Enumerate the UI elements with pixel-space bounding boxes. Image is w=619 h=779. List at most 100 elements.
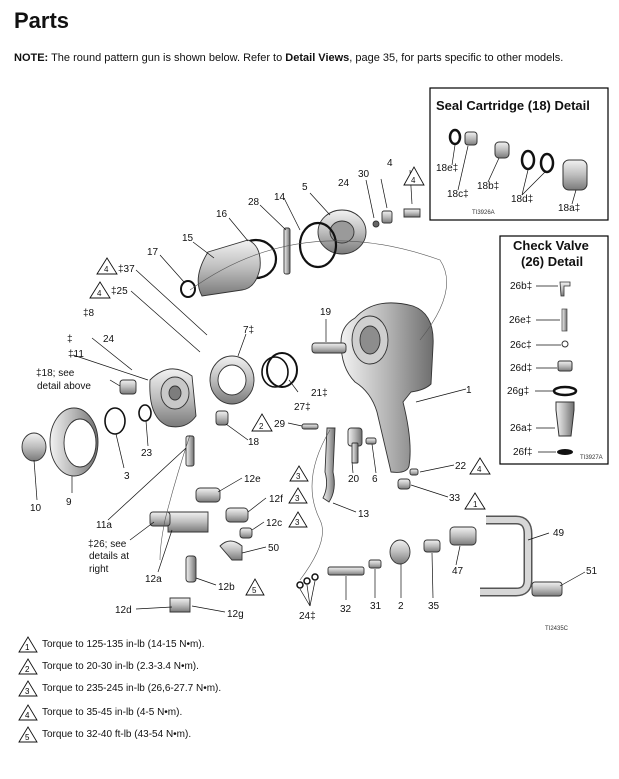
svg-text:2: 2 bbox=[25, 665, 30, 674]
part-2 bbox=[389, 539, 411, 565]
callout-18see-2: detail above bbox=[37, 381, 91, 392]
callout-50: 50 bbox=[268, 543, 280, 554]
part-18c bbox=[464, 131, 478, 146]
svg-text:5: 5 bbox=[252, 586, 257, 595]
part-18b bbox=[494, 141, 510, 159]
svg-text:3: 3 bbox=[295, 518, 300, 527]
part-12f bbox=[225, 507, 249, 523]
callout-12a: 12a bbox=[145, 574, 162, 585]
callout-10: 10 bbox=[30, 503, 42, 514]
part-20 bbox=[351, 442, 359, 464]
check-label-26a: 26a‡ bbox=[510, 423, 532, 434]
part-12d bbox=[169, 597, 191, 613]
part-33 bbox=[397, 478, 411, 490]
legend-text-4: Torque to 35-45 in-lb (4-5 N•m). bbox=[42, 707, 183, 718]
callout-15: 15 bbox=[182, 233, 194, 244]
check-valve-detail: Check Valve (26) Detail 26b‡ 26e‡ 26c‡ 2… bbox=[499, 235, 609, 465]
svg-text:4: 4 bbox=[97, 289, 102, 298]
oring-18d-b bbox=[539, 152, 555, 174]
note-link-detail-views[interactable]: Detail Views bbox=[285, 52, 350, 64]
svg-text:3: 3 bbox=[296, 472, 301, 481]
seal-label-18c: 18c‡ bbox=[447, 189, 469, 200]
torque-triangle-icon: 4 bbox=[18, 704, 38, 721]
callout-1: 1 bbox=[466, 385, 472, 396]
note-text-2: , page 35, for parts specific to other m… bbox=[349, 52, 564, 64]
callout-4: 4 bbox=[387, 158, 393, 169]
torque-markers bbox=[89, 166, 491, 596]
check-detail-code: TI3927A bbox=[580, 455, 603, 461]
callout-24-top: 24 bbox=[338, 178, 350, 189]
part-12c bbox=[239, 527, 253, 539]
callout-19: 19 bbox=[320, 307, 332, 318]
callout-labels: 4 30 24 5 14 28 16 15 17 ‡37 ‡25 ‡8 ‡ 24… bbox=[30, 158, 598, 632]
check-label-26f: 26f‡ bbox=[513, 447, 532, 458]
callout-13: 13 bbox=[358, 509, 370, 520]
callout-49: 49 bbox=[553, 528, 565, 539]
part-47 bbox=[449, 526, 477, 546]
callout-18: 18 bbox=[248, 437, 260, 448]
legend-text-1: Torque to 125-135 in-lb (14-15 N•m). bbox=[42, 639, 205, 650]
seal-label-18b: 18b‡ bbox=[477, 181, 499, 192]
oring-18e bbox=[448, 128, 462, 146]
part-26c-ball bbox=[561, 340, 569, 348]
leader-lines bbox=[33, 169, 586, 613]
part-3-oring bbox=[104, 407, 126, 435]
torque-marker-numbers: 4 4 4 2 3 3 3 4 1 5 bbox=[97, 176, 482, 595]
part-12a-manifold bbox=[167, 511, 209, 533]
part-26b bbox=[559, 281, 571, 297]
callout-21: 21‡ bbox=[311, 388, 328, 399]
torque-triangle-icon: 5 bbox=[18, 726, 38, 743]
note-text-1: The round pattern gun is shown below. Re… bbox=[48, 52, 286, 64]
note-text: NOTE: The round pattern gun is shown bel… bbox=[14, 52, 563, 64]
callout-27: 27‡ bbox=[294, 402, 311, 413]
callout-37: ‡37 bbox=[118, 264, 135, 275]
svg-text:4: 4 bbox=[477, 465, 482, 474]
svg-text:3: 3 bbox=[25, 687, 30, 696]
part-12b bbox=[185, 555, 197, 583]
part-30 bbox=[381, 210, 393, 224]
part-18-lower bbox=[215, 410, 229, 426]
callout-33: 33 bbox=[449, 493, 461, 504]
callout-16: 16 bbox=[216, 209, 228, 220]
part-26g-oring bbox=[552, 385, 578, 397]
part-35 bbox=[423, 539, 441, 553]
part-19-needle bbox=[311, 342, 347, 354]
part-12e bbox=[195, 487, 221, 503]
callout-14: 14 bbox=[274, 192, 286, 203]
part-26e-spring bbox=[561, 308, 568, 332]
callout-26see-3: right bbox=[89, 564, 109, 575]
check-detail-heading-2: (26) Detail bbox=[521, 254, 583, 269]
torque-triangle-icon: 3 bbox=[18, 680, 38, 697]
check-label-26d: 26d‡ bbox=[510, 363, 532, 374]
legend-text-2: Torque to 20-30 in-lb (2.3-3.4 N•m). bbox=[42, 661, 199, 672]
svg-text:1: 1 bbox=[25, 643, 30, 652]
callout-12d: 12d bbox=[115, 605, 132, 616]
seal-cartridge-detail: Seal Cartridge (18) Detail 18e‡ 18c‡ 18b… bbox=[429, 87, 609, 221]
part-27-oring bbox=[261, 356, 289, 388]
callout-2: 2 bbox=[398, 601, 404, 612]
callout-12f: 12f bbox=[269, 494, 283, 505]
legend-text-3: Torque to 235-245 in-lb (26,6-27.7 N•m). bbox=[42, 683, 222, 694]
page-title: Parts bbox=[14, 8, 70, 33]
part-17-oring bbox=[180, 280, 196, 298]
part-11a-tube bbox=[185, 435, 195, 467]
part-23-oring bbox=[138, 404, 152, 422]
part-10-air-cap bbox=[21, 432, 47, 462]
part-15 bbox=[197, 239, 261, 297]
callout-32: 32 bbox=[340, 604, 352, 615]
callout-dagger: ‡ bbox=[67, 334, 73, 345]
torque-triangle-icon: 2 bbox=[18, 658, 38, 675]
part-13-trigger bbox=[322, 427, 336, 503]
part-26f bbox=[557, 449, 573, 455]
check-detail-heading-1: Check Valve bbox=[513, 238, 589, 253]
part-18-cartridge bbox=[119, 379, 137, 395]
part-26-check bbox=[149, 511, 171, 527]
svg-text:2: 2 bbox=[259, 422, 264, 431]
seal-label-18d: 18d‡ bbox=[511, 194, 533, 205]
main-parts bbox=[21, 208, 563, 613]
legend-text-5: Torque to 32-40 ft-lb (43-54 N•m). bbox=[42, 729, 192, 740]
callout-51: 51 bbox=[586, 566, 598, 577]
callout-18see-1: ‡18; see bbox=[36, 368, 75, 379]
callout-6: 6 bbox=[372, 474, 378, 485]
